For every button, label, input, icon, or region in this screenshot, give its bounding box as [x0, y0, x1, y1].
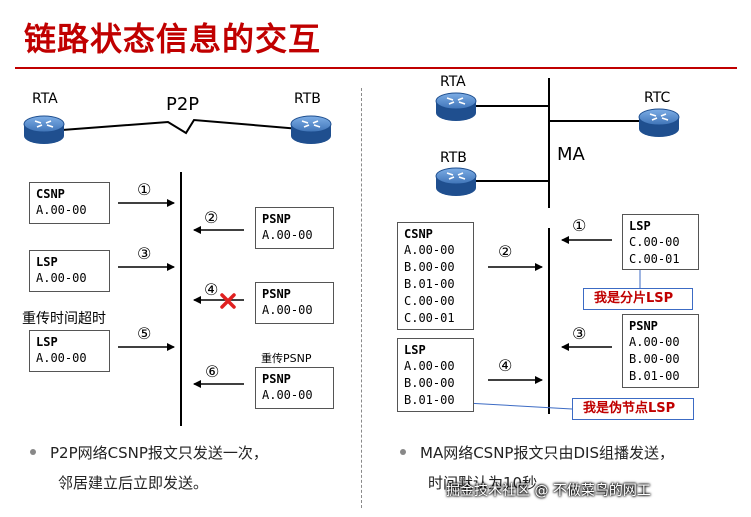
left-bullet-line-1: P2P网络CSNP报文只发送一次，: [30, 438, 268, 468]
bullet-dot-icon: [30, 448, 36, 455]
packet-type: PSNP: [629, 319, 658, 333]
packet-type: CSNP: [36, 187, 65, 201]
packet-value: A.00-00: [36, 203, 87, 217]
router-rtb-left-icon: [290, 115, 332, 145]
step-2-label: ②: [204, 208, 219, 227]
retransmit-label: 重传PSNP: [261, 352, 312, 365]
ma-step-3-label: ③: [572, 324, 587, 343]
step-5-label: ⑤: [137, 324, 152, 343]
packet-type: LSP: [404, 343, 426, 357]
step-1-label: ①: [137, 180, 152, 199]
packet-value: B.01-00: [404, 277, 455, 291]
packet-lsp-1: LSP A.00-00: [29, 250, 110, 292]
packet-value: C.00-01: [629, 252, 680, 266]
packet-csnp-left: CSNP A.00-00: [29, 182, 110, 224]
packet-value: A.00-00: [262, 228, 313, 242]
packet-csnp-right: CSNP A.00-00 B.00-00 B.01-00 C.00-00 C.0…: [397, 222, 474, 330]
watermark: 掘金技术社区 @ 不做菜鸟的网工: [446, 483, 651, 499]
packet-type: CSNP: [404, 227, 433, 241]
right-bullet-line-1: MA网络CSNP报文只由DIS组播发送，: [400, 438, 674, 468]
router-rtb-right-label: RTB: [440, 150, 467, 166]
packet-value: A.00-00: [262, 303, 313, 317]
dropped-packet-icon: [220, 293, 236, 309]
packet-type: PSNP: [262, 212, 291, 226]
p2p-link: [61, 118, 301, 135]
packet-value: B.01-00: [404, 393, 455, 407]
packet-psnp-3: PSNP A.00-00: [255, 367, 334, 409]
router-rta-left-label: RTA: [32, 91, 58, 107]
packet-lsp-2: LSP A.00-00: [29, 330, 110, 372]
packet-psnp-right: PSNP A.00-00 B.00-00 B.01-00: [622, 314, 699, 388]
ma-label: MA: [557, 144, 585, 165]
title-underline: [15, 67, 737, 69]
router-rtb-left-label: RTB: [294, 91, 321, 107]
router-rtb-right-icon: [435, 167, 477, 197]
packet-lsp-b: LSP A.00-00 B.00-00 B.01-00: [397, 338, 474, 412]
p2p-label: P2P: [166, 94, 200, 115]
fragment-lsp-note: 我是分片LSP: [583, 288, 693, 310]
packet-value: A.00-00: [36, 351, 87, 365]
packet-value: C.00-01: [404, 311, 455, 325]
packet-psnp-2: PSNP A.00-00: [255, 282, 334, 324]
router-rta-right-label: RTA: [440, 74, 466, 90]
step-3-label: ③: [137, 244, 152, 263]
packet-type: LSP: [629, 219, 651, 233]
router-rta-left-icon: [23, 115, 65, 145]
packet-type: PSNP: [262, 287, 291, 301]
packet-type: PSNP: [262, 372, 291, 386]
packet-lsp-c: LSP C.00-00 C.00-01: [622, 214, 699, 270]
timeout-label: 重传时间超时: [22, 311, 106, 327]
ma-step-2-label: ②: [498, 242, 513, 261]
packet-psnp-1: PSNP A.00-00: [255, 207, 334, 249]
ma-step-1-label: ①: [572, 216, 587, 235]
left-bullet-line-2: 邻居建立后立即发送。: [58, 474, 209, 492]
pseudonode-lsp-note: 我是伪节点LSP: [572, 398, 694, 420]
router-rta-right-icon: [435, 92, 477, 122]
packet-type: LSP: [36, 335, 58, 349]
packet-value: A.00-00: [629, 335, 680, 349]
packet-value: B.00-00: [404, 376, 455, 390]
packet-value: A.00-00: [262, 388, 313, 402]
packet-value: C.00-00: [629, 235, 680, 249]
packet-value: A.00-00: [36, 271, 87, 285]
packet-value: A.00-00: [404, 243, 455, 257]
pseudonode-note-connector: [465, 402, 573, 410]
right-bullet: MA网络CSNP报文只由DIS组播发送， 时间默认为10秒。: [400, 438, 674, 498]
packet-value: A.00-00: [404, 359, 455, 373]
packet-type: LSP: [36, 255, 58, 269]
router-rtc-label: RTC: [644, 90, 671, 106]
packet-value: B.01-00: [629, 369, 680, 383]
section-divider: [361, 88, 362, 508]
packet-value: B.00-00: [404, 260, 455, 274]
bullet-dot-icon: [400, 448, 406, 455]
step-4-label: ④: [204, 280, 219, 299]
packet-value: C.00-00: [404, 294, 455, 308]
page-title: 链路状态信息的交互: [24, 20, 322, 58]
ma-step-4-label: ④: [498, 356, 513, 375]
right-bullet-line-2: 时间默认为10秒。: [428, 474, 553, 492]
left-bullet: P2P网络CSNP报文只发送一次， 邻居建立后立即发送。: [30, 438, 268, 498]
router-rtc-icon: [638, 108, 680, 138]
packet-value: B.00-00: [629, 352, 680, 366]
step-6-label: ⑥: [205, 362, 220, 381]
